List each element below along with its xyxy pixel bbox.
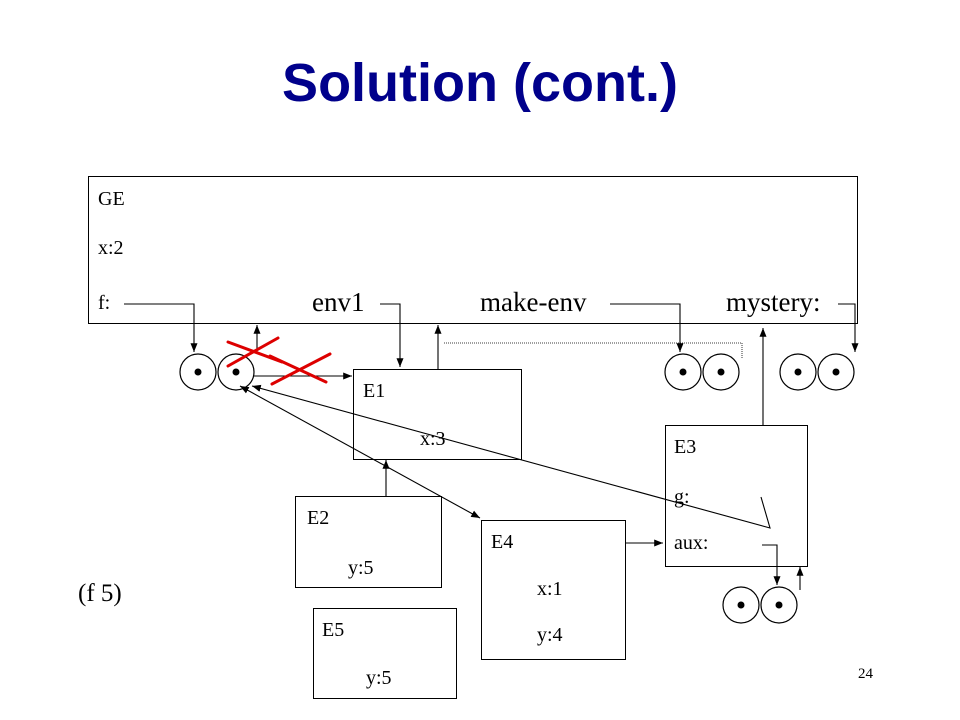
frame-e3 [665,425,808,567]
slide-title: Solution (cont.) [282,53,678,113]
call-expression: (f 5) [78,580,122,607]
ge-binding-x: x:2 [98,237,124,259]
frame-e3-binding-aux: aux: [674,532,709,554]
ge-binding-mystery: mystery: [726,287,821,317]
procedure-aux [722,586,798,624]
frame-e4-binding-y: y:4 [537,624,563,646]
ge-binding-f: f: [98,292,111,314]
arrow-make-env-to-procedure [610,303,684,352]
arrow-e4-to-procedure-f [239,385,481,519]
ge-label: GE [98,188,125,210]
procedure-make-env [664,353,740,391]
ge-binding-make-env: make-env [480,287,587,317]
frame-e4-label: E4 [491,531,514,553]
arrow-env1-to-e1 [380,303,404,367]
global-environment-frame [88,176,858,324]
ge-binding-env1: env1 [312,287,365,317]
frame-e2-binding-y: y:5 [348,557,374,579]
frame-e5 [313,608,457,699]
cross-out-mark-2 [268,352,332,386]
arrow-mystery-to-procedure [838,303,859,352]
frame-e3-label: E3 [674,436,697,458]
cross-out-mark-1 [226,336,284,368]
arrow-aux-to-procedure [762,544,781,585]
frame-e5-label: E5 [322,619,345,641]
dotted-make-env-env-link [444,342,743,358]
procedure-f [179,353,255,391]
frame-e4-binding-x: x:1 [537,578,563,600]
frame-e4 [481,520,626,660]
frame-e5-binding-y: y:5 [366,667,392,689]
arrow-f-to-procedure [124,303,198,352]
procedure-mystery [779,353,855,391]
arrow-g-to-procedure-f [251,384,771,529]
page-number: 24 [858,666,873,682]
